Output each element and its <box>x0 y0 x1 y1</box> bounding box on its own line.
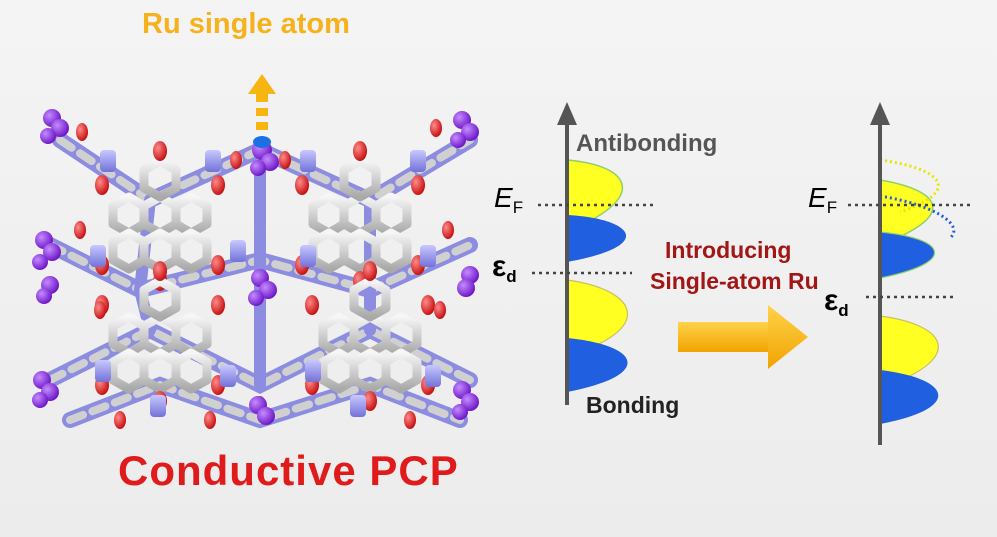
metal-node <box>248 269 277 306</box>
bonding-blue-lobe <box>567 338 628 392</box>
ru-single-atom-site <box>250 136 279 176</box>
original-blue-lobe-dotted <box>879 194 956 240</box>
ef-symbol: E <box>494 182 513 213</box>
ed-symbol: ε <box>824 284 839 317</box>
metal-node <box>249 396 275 425</box>
single-atom-ru-label: Single-atom Ru <box>650 268 819 294</box>
ef-subscript: F <box>826 198 838 217</box>
d-band-center-label-left: εd <box>492 250 517 287</box>
band-diagram-before <box>532 102 655 405</box>
conductive-pcp-framework <box>32 74 479 429</box>
antibonding-blue-lobe-shifted <box>879 231 935 279</box>
band-diagram-after <box>848 102 972 445</box>
nitrogen-nodes <box>90 150 441 417</box>
d-band-center-label-right: εd <box>824 284 849 321</box>
dos-lobes-left <box>566 159 629 392</box>
metal-node <box>450 111 479 148</box>
metal-nodes <box>32 109 479 425</box>
energy-axis-arrowhead-left <box>557 102 577 125</box>
introducing-label: Introducing <box>665 237 792 263</box>
metal-node <box>457 266 479 297</box>
bonding-label: Bonding <box>586 392 680 418</box>
antibonding-blue-lobe <box>567 215 627 262</box>
antibonding-label: Antibonding <box>576 130 718 157</box>
metal-node <box>32 231 61 270</box>
ru-single-atom-label: Ru single atom <box>142 8 350 40</box>
hexagonal-core-bottom-right <box>305 261 435 411</box>
ef-subscript: F <box>512 198 524 217</box>
metal-node <box>36 276 59 304</box>
metal-node <box>32 371 59 408</box>
ed-subscript: d <box>506 267 517 286</box>
transition-arrow <box>678 305 808 369</box>
conductive-pcp-label: Conductive PCP <box>118 447 459 494</box>
bonding-blue-lobe-right <box>880 370 939 424</box>
dos-lobes-right <box>879 158 956 424</box>
oxygen-atoms <box>74 119 454 429</box>
metal-node <box>40 109 69 144</box>
metal-node <box>452 381 479 420</box>
ed-symbol: ε <box>492 250 507 283</box>
ef-symbol: E <box>808 182 827 213</box>
energy-axis-arrowhead-right <box>870 102 890 125</box>
fermi-level-label-right: EF <box>808 182 837 218</box>
fermi-level-label-left: EF <box>494 182 523 218</box>
ru-dashed-up-arrow <box>248 74 276 130</box>
ed-subscript: d <box>838 301 849 320</box>
hexagonal-core-top-right <box>295 141 425 291</box>
